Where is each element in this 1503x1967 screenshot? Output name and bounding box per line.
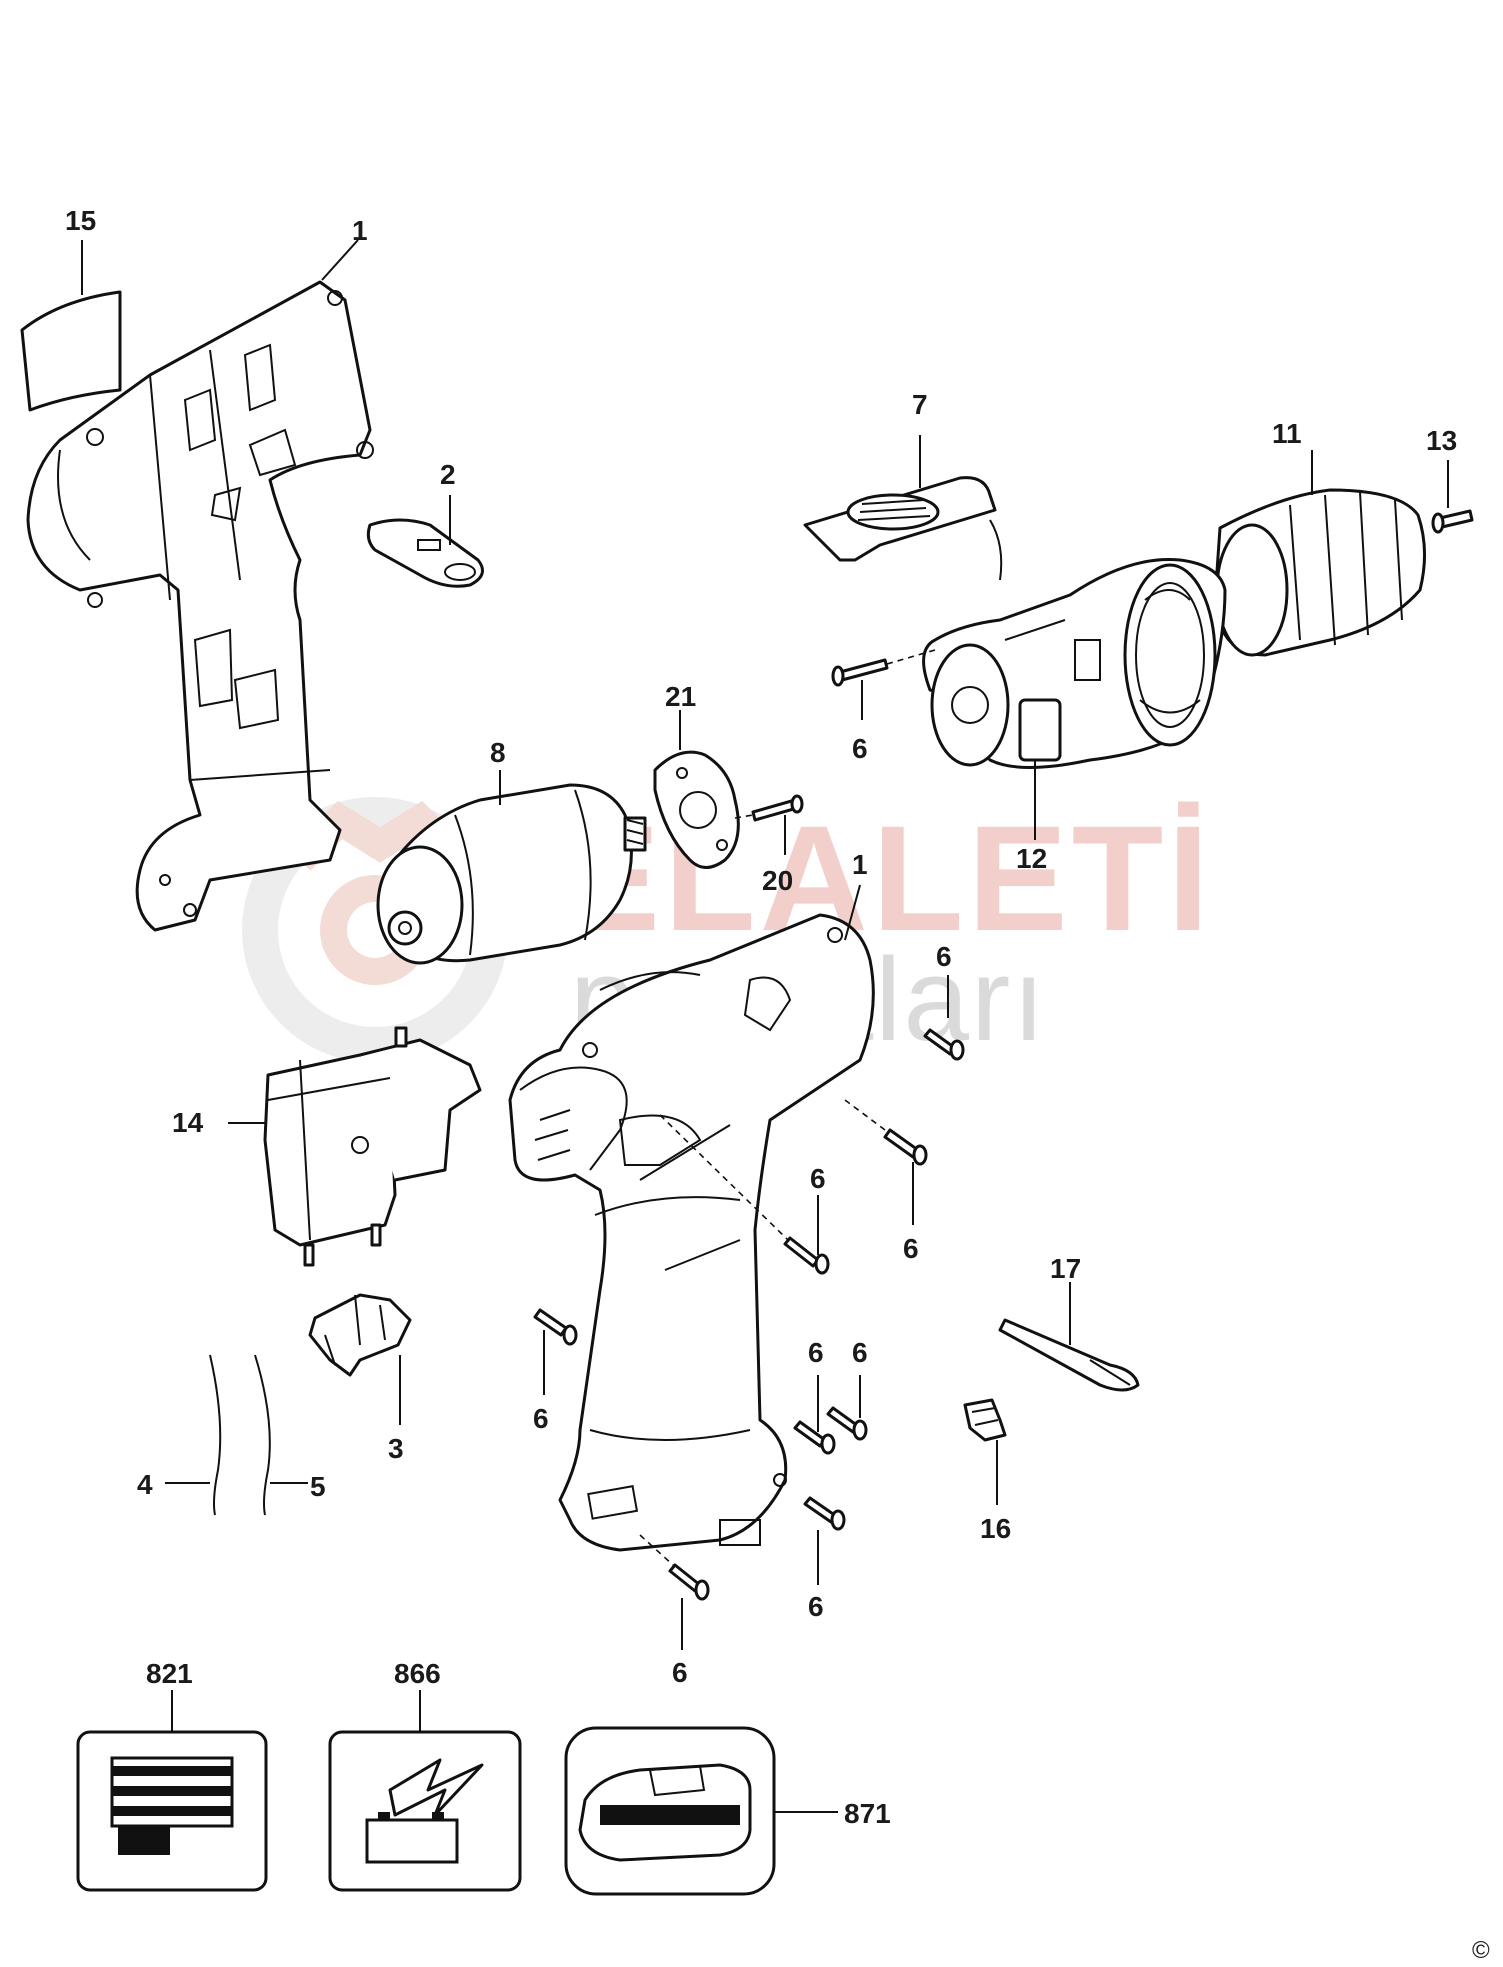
part-20-screw [734,794,804,855]
part-4-wire [165,1354,222,1516]
callout-5: 5 [310,1471,326,1502]
part-12-gearbox [922,557,1227,840]
part-7-cover-plate [803,435,1003,581]
part-821-label-box [76,1690,268,1892]
part-6-screw-base-right [803,1496,846,1585]
callout-16: 16 [980,1513,1011,1544]
part-6-screw-chuck [831,649,936,720]
part-3-forward-reverse [308,1293,412,1425]
part-6-screw-base-bottom [639,1534,710,1650]
part-6-screw-right-top [923,975,965,1061]
part-6-screw-center [659,1114,830,1275]
callout-6-pair-b: 6 [852,1337,868,1368]
part-11-chuck [1213,450,1427,657]
part-14-switch [228,1026,482,1267]
part-17-screwdriver-bit [998,1282,1140,1392]
callout-821: 821 [146,1658,193,1689]
part-6-screw-right-mid [844,1099,928,1225]
callout-3: 3 [388,1433,404,1464]
callout-4: 4 [137,1469,153,1500]
part-6-screw-pair-b [826,1375,868,1441]
part-871-charger-box [564,1726,838,1896]
callout-6-base-bottom: 6 [672,1657,688,1688]
callout-7: 7 [912,389,928,420]
callout-17: 17 [1050,1253,1081,1284]
part-21-plate [653,710,740,869]
callout-21: 21 [665,681,696,712]
callout-20: 20 [762,865,793,896]
callout-866: 866 [394,1658,441,1689]
callout-labels: 15 1 2 7 11 13 21 8 6 12 20 1 6 14 6 6 1… [65,205,1457,1829]
part-5-wire [254,1354,308,1516]
callout-6-center: 6 [810,1163,826,1194]
callout-1-top: 1 [352,215,368,246]
callout-14: 14 [172,1107,204,1138]
part-8-motor [376,770,647,965]
callout-6-right-mid: 6 [903,1233,919,1264]
part-1-housing-right [508,884,875,1552]
callout-1-mid: 1 [852,849,868,880]
callout-6-pair-a: 6 [808,1337,824,1368]
callout-8: 8 [490,737,506,768]
part-13-screw [1431,460,1474,534]
callout-6-left-low: 6 [533,1403,549,1434]
part-1-housing-left [26,239,374,932]
part-6-screw-pair-a [793,1375,836,1455]
part-16-belt-clip [963,1398,1007,1505]
callout-6-right-top: 6 [936,941,952,972]
callout-15: 15 [65,205,96,236]
part-866-battery-box [328,1690,522,1892]
callout-6-chuck: 6 [852,733,868,764]
callout-12: 12 [1016,843,1047,874]
part-15-label-sheet [20,240,122,412]
callout-13: 13 [1426,425,1457,456]
part-6-screw-left-low [533,1308,578,1395]
callout-2: 2 [440,459,456,490]
callout-11: 11 [1272,418,1302,449]
charger-icon [578,1763,752,1862]
copyright-mark: © [1472,1937,1490,1964]
callout-6-base-right: 6 [808,1591,824,1622]
battery-lightning-icon [365,1758,484,1864]
part-2-pad [366,495,484,588]
callout-871: 871 [844,1798,891,1829]
